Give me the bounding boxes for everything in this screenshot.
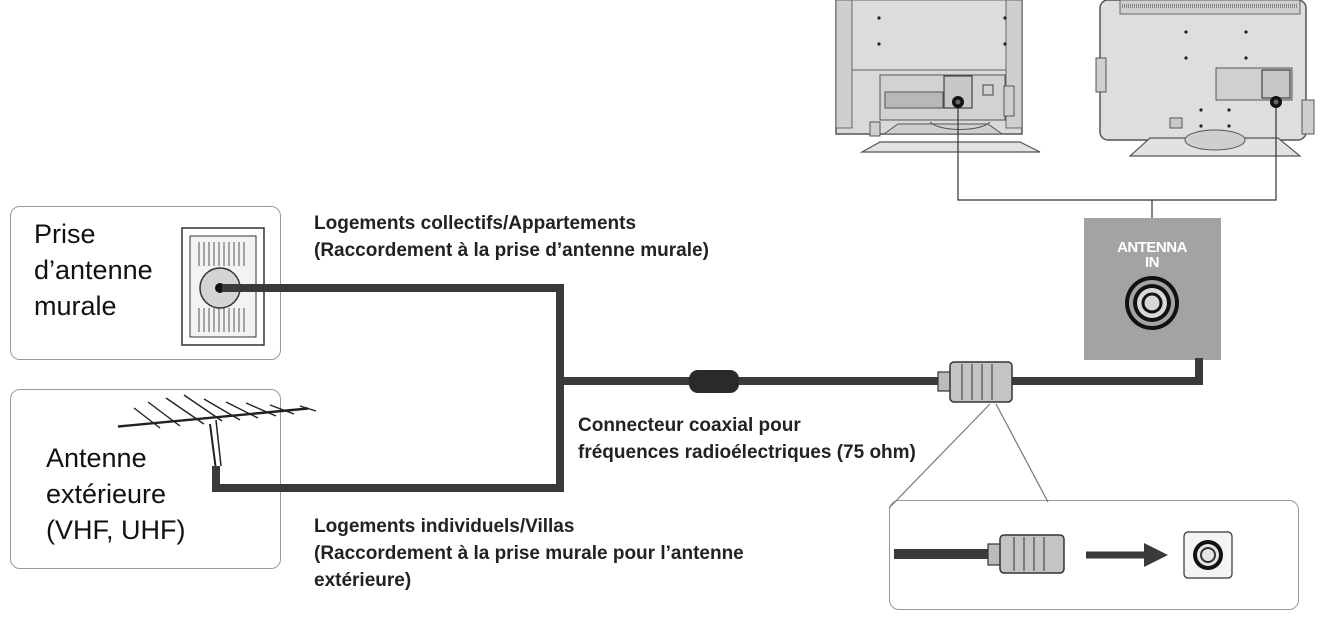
ferrite-core — [689, 370, 739, 393]
tv-jack-wires — [957, 108, 1277, 201]
houses-caption: Logements individuels/Villas (Raccordeme… — [314, 516, 744, 591]
rf-connector-caption: Connecteur coaxial pour fréquences radio… — [578, 415, 916, 463]
apartments-caption: Logements collectifs/Appartements (Racco… — [314, 213, 709, 261]
tv-right — [1095, 0, 1315, 157]
outdoor-antenna-label: Antenne extérieure (VHF, UHF) — [46, 443, 186, 545]
detail-cable-plug — [894, 534, 1065, 574]
coaxial-cables — [212, 284, 1203, 492]
tv-left — [835, 0, 1041, 153]
antenna-in-label: ANTENNA IN — [1117, 239, 1187, 271]
wall-outlet-label: Prise d’antenne murale — [34, 219, 153, 321]
callout-line-right — [995, 403, 1049, 503]
antenna-in-jack — [1125, 276, 1179, 330]
callout-line-left — [888, 403, 991, 509]
outdoor-antenna-icon — [117, 394, 317, 471]
outdoor-antenna-box — [10, 389, 281, 569]
arrow-right-icon — [1086, 543, 1168, 567]
detail-antenna-jack — [1183, 531, 1233, 579]
rf-connector-plug — [937, 361, 1013, 403]
